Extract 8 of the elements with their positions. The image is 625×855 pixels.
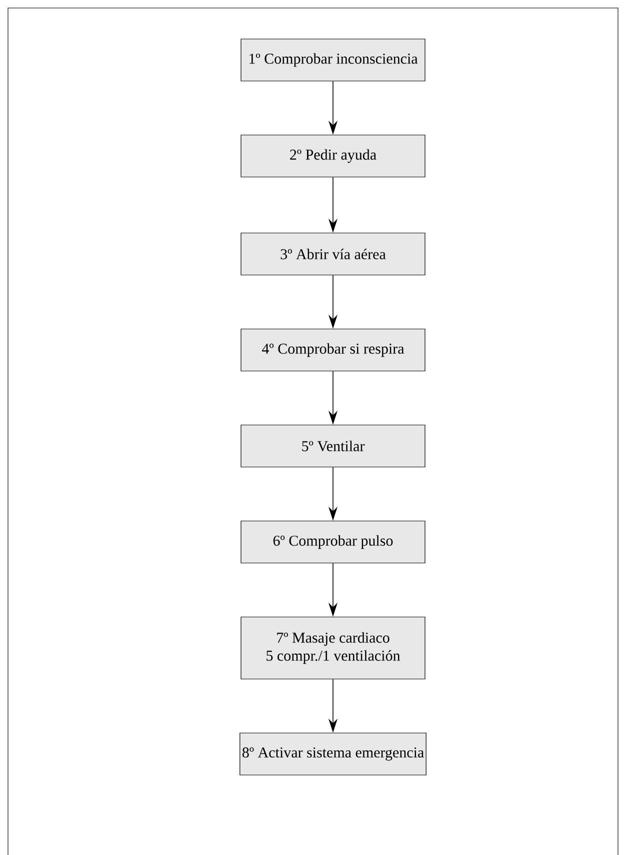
process-box: 7º Masaje cardiaco 5 compr./1 ventilación bbox=[240, 616, 426, 680]
process-box: 3º Abrir vía aérea bbox=[240, 232, 426, 276]
process-box: 1º Comprobar inconsciencia bbox=[240, 38, 426, 82]
process-box: 5º Ventilar bbox=[240, 424, 426, 468]
process-box: 8º Activar sistema emergencia bbox=[240, 732, 426, 776]
process-box: 6º Comprobar pulso bbox=[240, 520, 426, 564]
process-box: 4º Comprobar si respira bbox=[240, 328, 426, 372]
process-box: 2º Pedir ayuda bbox=[240, 134, 426, 178]
